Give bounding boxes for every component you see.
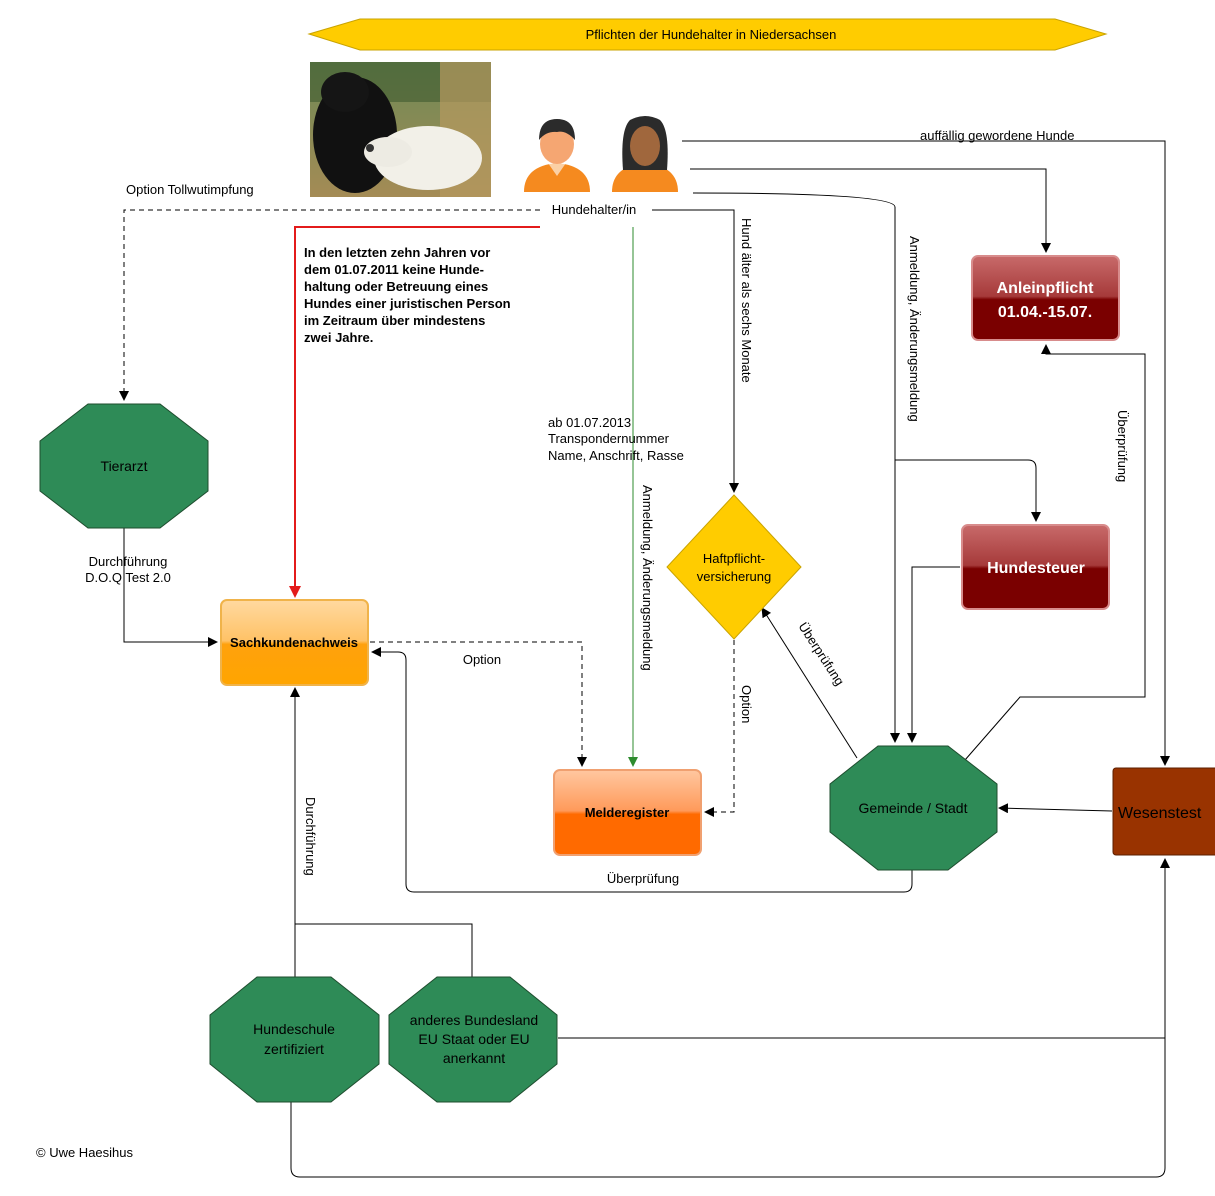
edge-tierarzt-sachkunde	[123, 528, 218, 647]
edge-bundesland-join	[295, 923, 473, 977]
wesenstest-label: Wesenstest	[1118, 805, 1202, 822]
edge-gemeinde-sachkunde	[371, 647, 913, 893]
label-durchfuehrung-dqo-2: D.O.Q Test 2.0	[85, 570, 171, 585]
melderegister-label: Melderegister	[585, 805, 670, 820]
person-female-icon	[612, 116, 678, 192]
edge-halter-anleinpflicht	[690, 168, 1051, 253]
transponder-note: ab 01.07.2013 Transpondernummer Name, An…	[548, 415, 684, 463]
bundesland-label-3: anerkannt	[443, 1050, 505, 1066]
label-anmeldung-green: Anmeldung, Änderungsmeldung	[640, 485, 655, 671]
bundesland-label-2: EU Staat oder EU	[418, 1031, 529, 1047]
edge-halter-tierarzt	[119, 209, 540, 401]
label-option-tollwut: Option Tollwutimpfung	[126, 182, 254, 197]
dog-photo	[310, 62, 491, 197]
edge-red-sachkunde	[289, 226, 540, 598]
transponder-line-1: ab 01.07.2013	[548, 415, 631, 430]
wesenstest-node: Wesenstest	[1112, 767, 1215, 856]
hundesteuer-label: Hundesteuer	[987, 560, 1085, 577]
edge-sachkunde-melde	[370, 641, 587, 767]
edge-halter-haftpflicht	[652, 209, 739, 493]
title-banner: Pflichten der Hundehalter in Niedersachs…	[307, 18, 1108, 51]
label-ueberpruefung-anlein: Überprüfung	[1115, 410, 1130, 482]
tierarzt-node: Tierarzt	[39, 403, 209, 529]
haftpflicht-node: Haftpflicht- versicherung	[666, 494, 802, 640]
red-note-line-2: dem 01.07.2011 keine Hunde-	[304, 262, 484, 277]
person-male-icon	[524, 119, 590, 192]
red-note-line-3: haltung oder Betreuung eines	[304, 279, 488, 294]
label-durchfuehrung-vert: Durchführung	[303, 797, 318, 876]
label-option-haft: Option	[739, 685, 754, 723]
label-ueberpruefung-bottom: Überprüfung	[607, 871, 679, 886]
hundeschule-label-1: Hundeschule	[253, 1021, 335, 1037]
edge-gemeinde-anleinpflicht	[964, 344, 1146, 761]
edge-wesenstest-gemeinde	[998, 803, 1113, 814]
edge-schule-wesenstest	[290, 858, 1170, 1178]
transponder-line-3: Name, Anschrift, Rasse	[548, 448, 684, 463]
label-hund-aelter: Hund älter als sechs Monate	[739, 218, 754, 383]
edge-halter-wesenstest	[682, 140, 1170, 766]
hundeschule-node: Hundeschule zertifiziert	[209, 976, 380, 1103]
haftpflicht-label-1: Haftpflicht-	[703, 551, 765, 566]
sachkundenachweis-label: Sachkundenachweis	[230, 635, 358, 650]
label-anmeldung-right: Anmeldung, Änderungsmeldung	[907, 236, 922, 422]
anleinpflicht-label-2: 01.04.-15.07.	[998, 304, 1092, 321]
anleinpflicht-label-1: Anleinpflicht	[997, 280, 1095, 297]
bundesland-label-1: anderes Bundesland	[410, 1012, 538, 1028]
edge-haftpflicht-melde	[704, 640, 735, 817]
copyright: © Uwe Haesihus	[36, 1145, 134, 1160]
hundeschule-label-2: zertifiziert	[264, 1041, 324, 1057]
gemeinde-node: Gemeinde / Stadt	[829, 745, 998, 871]
edge-hundesteuer-gemeinde	[907, 566, 960, 743]
red-note-line-5: im Zeitraum über mindestens	[304, 313, 485, 328]
red-note-line-6: zwei Jahre.	[304, 330, 373, 345]
anleinpflicht-node: Anleinpflicht 01.04.-15.07.	[971, 255, 1120, 341]
edge-halter-gemeinde	[692, 192, 900, 743]
haftpflicht-label-2: versicherung	[697, 569, 771, 584]
hundehalter-label: Hundehalter/in	[552, 202, 637, 217]
label-auffaellig: auffällig gewordene Hunde	[920, 128, 1074, 143]
edge-to-hundesteuer	[895, 459, 1041, 522]
gemeinde-label: Gemeinde / Stadt	[859, 800, 968, 816]
sachkundenachweis-node: Sachkundenachweis	[220, 599, 369, 686]
label-durchfuehrung-dqo-1: Durchführung	[89, 554, 168, 569]
transponder-line-2: Transpondernummer	[548, 431, 670, 446]
tierarzt-label: Tierarzt	[101, 458, 148, 474]
diagram-title: Pflichten der Hundehalter in Niedersachs…	[586, 27, 837, 42]
bundesland-node: anderes Bundesland EU Staat oder EU aner…	[388, 976, 558, 1103]
edge-gemeinde-haftpflicht	[761, 607, 858, 759]
label-option-melde: Option	[463, 652, 501, 667]
red-note: In den letzten zehn Jahren vor dem 01.07…	[304, 245, 511, 345]
hundesteuer-node: Hundesteuer	[961, 524, 1110, 610]
red-note-line-4: Hundes einer juristischen Person	[304, 296, 511, 311]
red-note-line-1: In den letzten zehn Jahren vor	[304, 245, 490, 260]
label-ueberpruefung-haft: Überprüfung	[795, 619, 847, 688]
melderegister-node: Melderegister	[553, 769, 702, 856]
